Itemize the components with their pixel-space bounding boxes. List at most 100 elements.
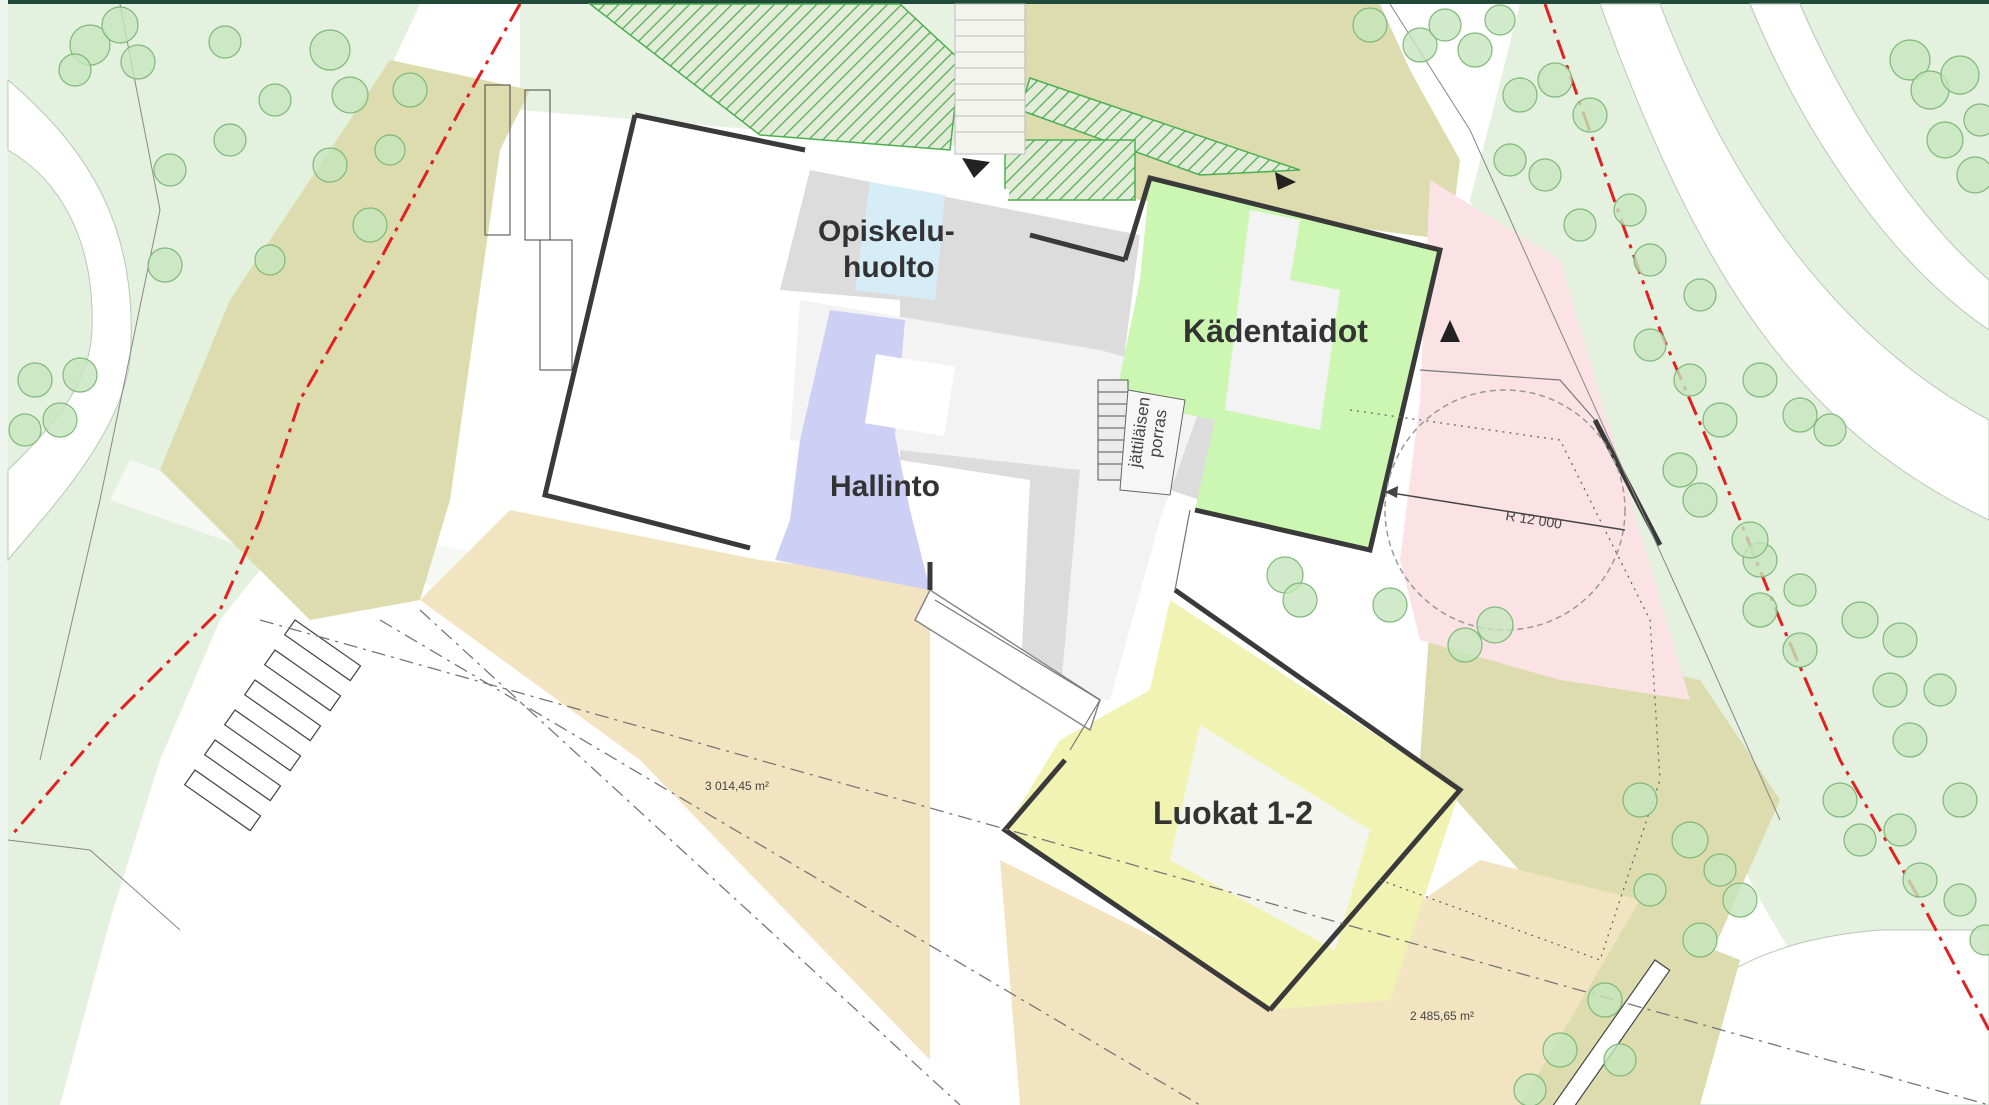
tree (1633, 873, 1667, 907)
tree (1843, 823, 1877, 857)
olive-area-west (160, 60, 530, 620)
thin-site-lines (7, 3, 1781, 931)
opiskeluhuolto-room (855, 182, 945, 300)
tree (1782, 632, 1818, 668)
tree (1673, 363, 1707, 397)
tree (254, 244, 286, 276)
left-frame-strip (0, 0, 8, 1105)
giant-stair-platform (1119, 389, 1186, 496)
tree (1613, 193, 1647, 227)
tree (1813, 413, 1847, 447)
link-corridor (914, 588, 1101, 732)
tree (309, 29, 351, 71)
tree (1703, 853, 1737, 887)
plot-dash-lines (259, 609, 1989, 1105)
tree (1942, 782, 1978, 818)
hallinto-courtyard (865, 354, 955, 436)
entrance-arrow-north (962, 158, 990, 178)
olive-area-east (1420, 620, 1780, 980)
tree (1683, 278, 1717, 312)
tree (1943, 883, 1977, 917)
tree (374, 134, 406, 166)
label-opiskeluhuolto-line2: huolto (843, 251, 935, 284)
entrance-arrow-northeast (1275, 172, 1296, 190)
tree (1963, 103, 1989, 137)
tree (1902, 862, 1938, 898)
tree (1513, 1073, 1547, 1105)
tree (1447, 627, 1483, 663)
kadentaidot-inner (1225, 210, 1340, 430)
tree (1633, 328, 1667, 362)
tree (1402, 27, 1438, 63)
bike-racks-southwest (183, 619, 362, 832)
tree (1528, 158, 1562, 192)
tree (1493, 143, 1527, 177)
tree (1822, 782, 1858, 818)
tree (1883, 813, 1917, 847)
pink-play-area (1400, 180, 1690, 700)
radius-arrow (1385, 486, 1398, 498)
label-area-left: 3 014,45 m² (705, 779, 769, 793)
tree (1476, 606, 1514, 644)
tree (120, 44, 156, 80)
tree (213, 123, 247, 157)
hatched-planting-3 (1004, 139, 1136, 201)
label-luokat: Luokat 1-2 (1153, 795, 1313, 831)
tree (1572, 97, 1608, 133)
tree (1537, 62, 1573, 98)
tree (1457, 32, 1493, 68)
tree (1352, 7, 1388, 43)
tree (1892, 722, 1928, 758)
tree (1603, 1043, 1637, 1077)
luokat-inner (1170, 725, 1370, 950)
tree (1662, 452, 1698, 488)
tree (62, 357, 98, 393)
tree (1587, 982, 1623, 1018)
tree (58, 53, 92, 87)
tree (331, 76, 369, 114)
tree (1782, 397, 1818, 433)
road-left (7, 78, 132, 562)
tree (1682, 482, 1718, 518)
building-inner-lines (934, 369, 1596, 751)
tree (1484, 4, 1516, 36)
entrance-stairs-top (954, 3, 1026, 155)
tree (1563, 208, 1597, 242)
tree (42, 402, 78, 438)
trees (8, 4, 1989, 1105)
tree (1702, 402, 1738, 438)
label-area-right: 2 485,65 m² (1410, 1009, 1474, 1023)
road-right-outer (1749, 3, 1989, 331)
tree (1682, 922, 1718, 958)
tree (1282, 582, 1318, 618)
sand-area-southwest (420, 510, 930, 1060)
play-radius-circle (1384, 389, 1626, 631)
tree (1542, 1032, 1578, 1068)
tree (1671, 821, 1709, 859)
tree (1882, 622, 1918, 658)
label-hallinto: Hallinto (830, 470, 940, 503)
tree (1428, 8, 1462, 42)
tree (1372, 587, 1408, 623)
tree (1923, 673, 1957, 707)
tree (1872, 672, 1908, 708)
tree (1956, 156, 1989, 194)
dotted-site-lines (1349, 409, 1661, 961)
tree (1622, 782, 1658, 818)
tree (17, 362, 53, 398)
tree (1889, 39, 1931, 81)
tree (352, 207, 388, 243)
tree (1783, 573, 1817, 607)
tree (1969, 924, 1989, 956)
tree (147, 247, 183, 283)
tree (208, 25, 242, 59)
tree (1742, 592, 1778, 628)
tree (1502, 77, 1538, 113)
tree (258, 83, 292, 117)
tree (8, 413, 42, 447)
boundary-line-west (10, 3, 522, 836)
tree (1633, 243, 1667, 277)
tree (1731, 521, 1769, 559)
tree (1722, 882, 1758, 918)
